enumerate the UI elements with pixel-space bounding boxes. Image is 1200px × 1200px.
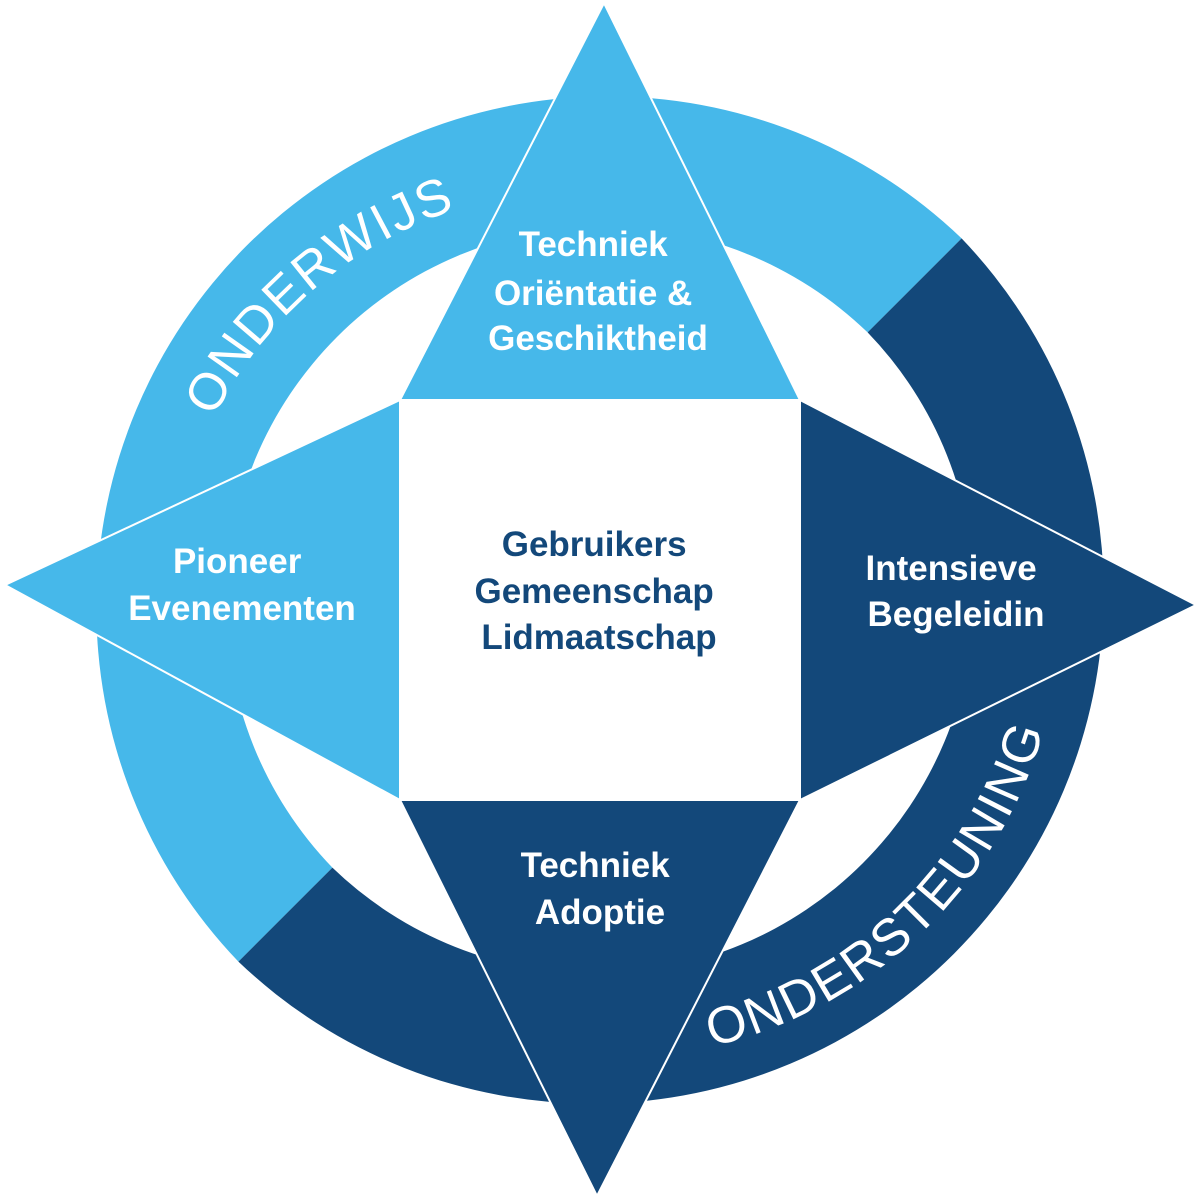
left-point-line-2: Evenementen <box>128 589 356 628</box>
right-point-line-2: Begeleidin <box>868 595 1045 634</box>
top-point-line-1: Techniek <box>519 225 669 264</box>
center-square <box>400 400 800 800</box>
bottom-point-line-2: Adoptie <box>535 893 665 932</box>
top-point-line-2: Oriëntatie & <box>494 274 692 313</box>
center-line-1: Gebruikers <box>502 525 687 564</box>
outer-ring <box>96 96 1104 1104</box>
left-point-label: Pioneer Evenementen <box>128 542 356 628</box>
center-label: Gebruikers Gemeenschap Lidmaatschap <box>474 525 723 657</box>
ring-segment-ondersteuning <box>238 238 1104 1104</box>
top-point-label: Techniek Oriëntatie & Geschiktheid <box>488 225 708 358</box>
top-point-line-3: Geschiktheid <box>488 319 708 358</box>
right-point-label: Intensieve Begeleidin <box>866 549 1047 634</box>
left-point-line-1: Pioneer <box>173 542 302 581</box>
center-line-2: Gemeenschap <box>474 572 713 611</box>
bottom-point-label: Techniek Adoptie <box>521 846 680 932</box>
ring-segment-onderwijs <box>96 96 962 962</box>
right-point-line-1: Intensieve <box>866 549 1037 588</box>
bottom-point-line-1: Techniek <box>521 846 671 885</box>
center-line-3: Lidmaatschap <box>481 618 716 657</box>
